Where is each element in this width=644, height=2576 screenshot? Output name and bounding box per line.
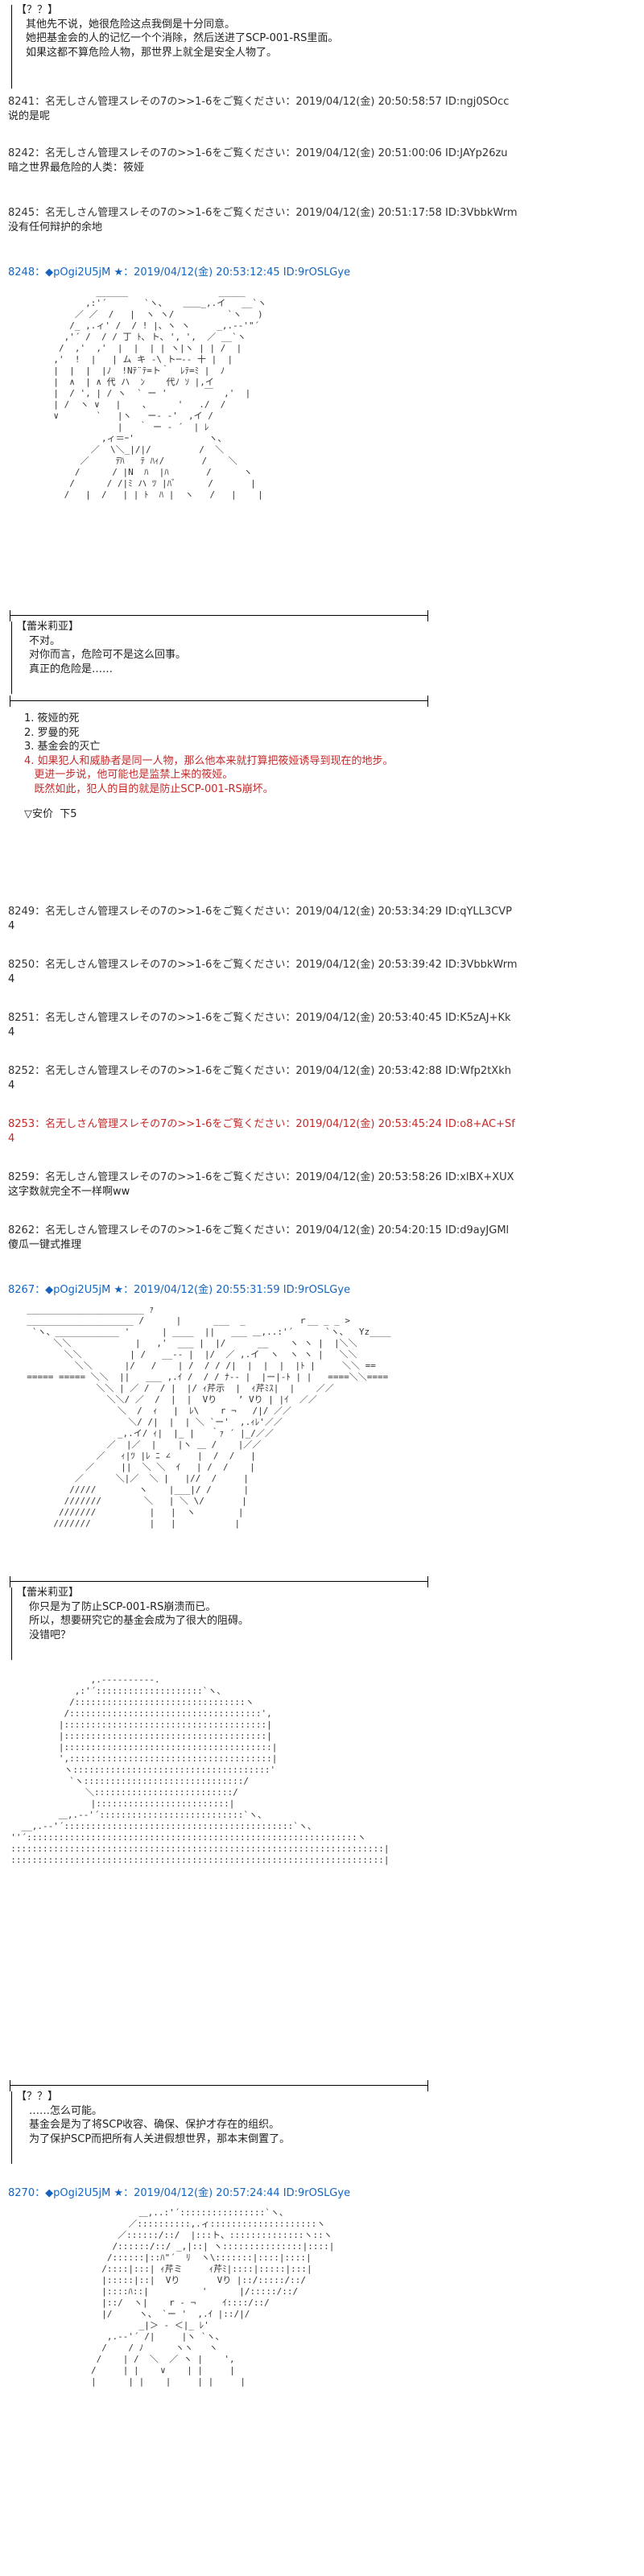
post-body: 4 (8, 919, 15, 932)
post-header: 8252：名无しさん管理スレその7の>>1-6をご覧ください：2019/04/1… (8, 1065, 511, 1077)
post-8270: 8270：◆pOgi2U5jM ★：2019/04/12(金) 20:57:24… (8, 2186, 636, 2201)
divider-line (10, 610, 428, 621)
speaker-label: 【蕾米莉亚】 (16, 621, 80, 633)
choice-item: 2. 罗曼的死 (24, 726, 80, 739)
post-header: 8249：名无しさん管理スレその7の>>1-6をご覧ください：2019/04/1… (8, 906, 512, 918)
post-8259: 8259：名无しさん管理スレその7の>>1-6をご覧ください：2019/04/1… (8, 1170, 636, 1199)
choice-item: 既然如此，犯人的目的就是防止SCP-001-RS崩坏。 (24, 782, 274, 795)
ascii-art-remilia-wings: ______________________ ｧ _______________… (27, 1304, 391, 1529)
post-header: 8253：名无しさん管理スレその7の>>1-6をご覧ください：2019/04/1… (8, 1118, 515, 1130)
speech-line: 她把基金会的人的记忆一个个消除，然后送进了SCP-001-RS里面。 (26, 32, 339, 45)
choice-item: 3. 基金会的灭亡 (24, 741, 101, 753)
ascii-art-silhouette: ,.-‐‐‐‐‐‐‐‐-. ,:'´::::::::::::::::::::`ヽ… (10, 1674, 390, 1865)
speech-line: 不对。 (29, 634, 61, 647)
box-border (11, 2091, 12, 2164)
post-header: 8270：◆pOgi2U5jM ★：2019/04/12(金) 20:57:24… (8, 2187, 351, 2199)
post-8252: 8252：名无しさん管理スレその7の>>1-6をご覧ください：2019/04/1… (8, 1064, 636, 1092)
post-header: 8251：名无しさん管理スレその7の>>1-6をご覧ください：2019/04/1… (8, 1012, 511, 1024)
speech-line: 为了保护SCP而把所有人关进假想世界，那本末倒置了。 (29, 2132, 291, 2145)
choice-item: 更进一步说，他可能也是监禁上来的筱娅。 (24, 769, 233, 782)
post-body: 这字数就完全不一样啊ww (8, 1185, 130, 1198)
post-body: 说的是呢 (8, 109, 51, 122)
post-8262: 8262：名无しさん管理スレその7の>>1-6をご覧ください：2019/04/1… (8, 1224, 636, 1252)
top-speech-box: 【？？】 其他先不说，她很危险这点我倒是十分同意。 她把基金会的人的记忆一个个消… (16, 3, 644, 60)
post-8248: 8248：◆pOgi2U5jM ★：2019/04/12(金) 20:53:12… (8, 266, 636, 280)
speech-line: 没错吧？ (29, 1629, 72, 1641)
ascii-art-remilia: ______ _____ ,:'´ `ヽ、 ＿＿_,.イ __`ヽ ／ ／ / … (53, 287, 267, 500)
post-8251: 8251：名无しさん管理スレその7の>>1-6をご覧ください：2019/04/1… (8, 1011, 636, 1039)
box-border (11, 621, 12, 694)
speech-line: 基金会是为了将SCP收容、确保、保护才存在的组织。 (29, 2119, 280, 2132)
post-body: 4 (8, 972, 15, 985)
post-8242: 8242：名无しさん管理スレその7の>>1-6をご覧ください：2019/04/1… (8, 147, 636, 175)
choice-item: 4. 如果犯人和威胁者是同一人物，那么他本来就打算把筱娅诱导到现在的地步。 (24, 754, 394, 767)
speaker-label: 【蕾米莉亚】 (16, 1587, 80, 1599)
post-header: 8248：◆pOgi2U5jM ★：2019/04/12(金) 20:53:12… (8, 266, 351, 279)
post-header: 8242：名无しさん管理スレその7の>>1-6をご覧ください：2019/04/1… (8, 147, 508, 159)
post-header: 8259：名无しさん管理スレその7の>>1-6をご覧ください：2019/04/1… (8, 1171, 514, 1183)
speech-line: 其他先不说，她很危险这点我倒是十分同意。 (26, 18, 236, 31)
post-8245: 8245：名无しさん管理スレその7の>>1-6をご覧ください：2019/04/1… (8, 206, 636, 234)
post-body: 傻瓜一键式推理 (8, 1238, 82, 1251)
post-8250: 8250：名无しさん管理スレその7の>>1-6をご覧ください：2019/04/1… (8, 958, 636, 986)
post-body: 4 (8, 1079, 15, 1092)
remilia-speech-box: 【蕾米莉亚】 不对。 对你而言，危险可不是这么回事。 真正的危险是…… (16, 620, 644, 676)
post-8249: 8249：名无しさん管理スレその7の>>1-6をご覧ください：2019/04/1… (8, 905, 636, 933)
post-body: 暗之世界最危险的人类：筱娅 (8, 161, 145, 174)
post-body: 没有任何辩护的余地 (8, 221, 103, 233)
post-8267: 8267：◆pOgi2U5jM ★：2019/04/12(金) 20:55:31… (8, 1283, 636, 1298)
box-border (11, 5, 12, 89)
box-border (11, 1587, 12, 1660)
post-header: 8267：◆pOgi2U5jM ★：2019/04/12(金) 20:55:31… (8, 1284, 351, 1296)
divider-line (10, 1576, 428, 1587)
post-body: 4 (8, 1132, 15, 1145)
choice-list: 1. 筱娅的死 2. 罗曼的死 3. 基金会的灭亡 4. 如果犯人和威胁者是同一… (24, 712, 644, 822)
speech-line: ……怎么可能。 (29, 2104, 103, 2117)
unknown-speech-box: 【？？】 ……怎么可能。 基金会是为了将SCP收容、确保、保护才存在的组织。 为… (16, 2090, 644, 2146)
remilia-speech-box-2: 【蕾米莉亚】 你只是为了防止SCP-001-RS崩溃而已。 所以，想要研究它的基… (16, 1586, 644, 1642)
post-8241: 8241：名无しさん管理スレその7の>>1-6をご覧ください：2019/04/1… (8, 95, 636, 123)
post-header: 8241：名无しさん管理スレその7の>>1-6をご覧ください：2019/04/1… (8, 96, 510, 108)
post-8253: 8253：名无しさん管理スレその7の>>1-6をご覧ください：2019/04/1… (8, 1117, 636, 1146)
divider-line (10, 696, 428, 707)
speech-line: 如果这都不算危险人物，那世界上就全是安全人物了。 (26, 46, 278, 59)
speaker-label: 【？？】 (16, 2091, 59, 2103)
ascii-art-character: ＿,..:'´::::::::::::::::`ヽ、 ／::::::::::,.… (90, 2207, 335, 2387)
speech-line: 你只是为了防止SCP-001-RS崩溃而已。 (29, 1600, 217, 1613)
speech-line: 对你而言，危险可不是这么回事。 (29, 649, 187, 662)
choice-item: 1. 筱娅的死 (24, 712, 80, 724)
speech-line: 真正的危险是…… (29, 663, 114, 675)
post-header: 8245：名无しさん管理スレその7の>>1-6をご覧ください：2019/04/1… (8, 207, 518, 219)
post-header: 8250：名无しさん管理スレその7の>>1-6をご覧ください：2019/04/1… (8, 959, 518, 971)
speaker-label: 【？？】 (16, 4, 59, 16)
post-header: 8262：名无しさん管理スレその7の>>1-6をご覧ください：2019/04/1… (8, 1224, 510, 1236)
vote-instruction: ▽安价 下5 (24, 808, 77, 821)
speech-line: 所以，想要研究它的基金会成为了很大的阻碍。 (29, 1615, 250, 1628)
post-body: 4 (8, 1026, 15, 1038)
divider-line (10, 2080, 428, 2091)
